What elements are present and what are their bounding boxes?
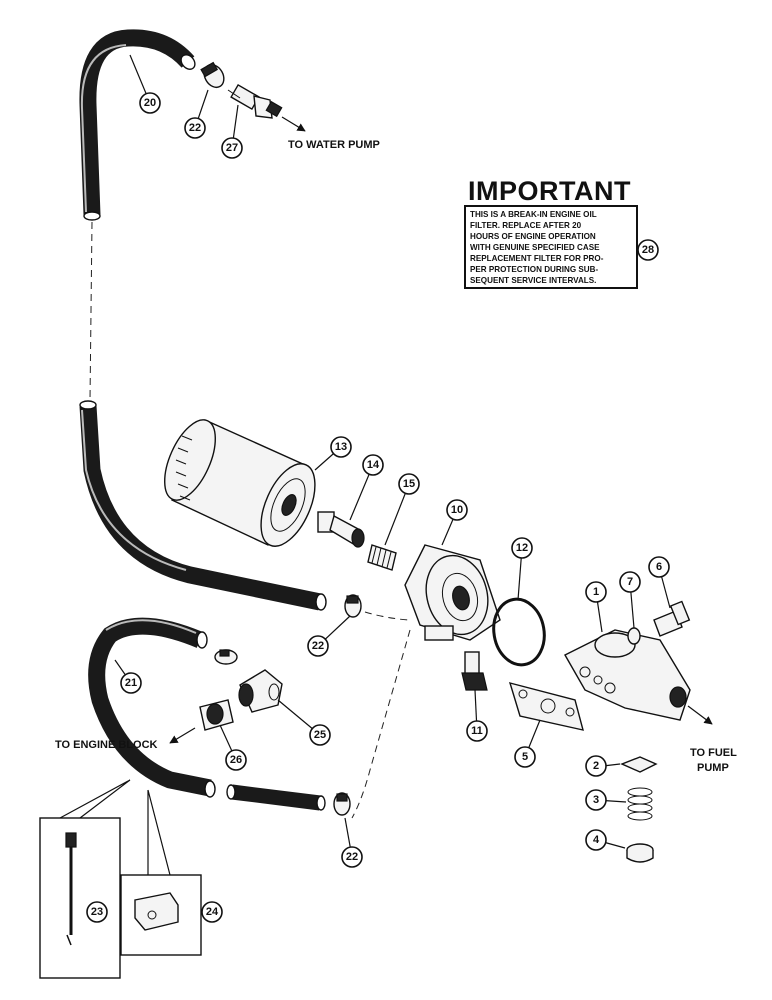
hose-clamp-middle-upper xyxy=(344,594,362,618)
o-ring-12 xyxy=(492,597,546,667)
callout-5-label: 5 xyxy=(522,751,528,763)
callout-27-label: 27 xyxy=(226,142,238,154)
important-line-5: REPLACEMENT FILTER FOR PRO- xyxy=(470,254,604,263)
callout-28: 28 xyxy=(637,239,659,261)
adapter-14 xyxy=(317,511,365,548)
label-to-engine-block: TO ENGINE BLOCK xyxy=(55,739,158,751)
hose-clamp-bottom xyxy=(333,792,351,816)
callout-6-label: 6 xyxy=(656,561,662,573)
oil-cooler-10 xyxy=(404,544,501,641)
callout-14: 14 xyxy=(362,454,384,476)
callout-13: 13 xyxy=(330,436,352,458)
callout-24-label: 24 xyxy=(206,906,219,918)
gasket-5 xyxy=(508,682,584,731)
callout-12: 12 xyxy=(511,537,533,559)
callout-25-label: 25 xyxy=(314,729,326,741)
important-line-2: FILTER. REPLACE AFTER 20 xyxy=(470,221,582,230)
callout-7-label: 7 xyxy=(627,576,633,588)
callout-25: 25 xyxy=(309,724,331,746)
callout-1-label: 1 xyxy=(593,586,599,598)
hose-clamp-middle-lower xyxy=(214,649,238,665)
hose-clamp-top xyxy=(200,61,225,89)
bolt-6 xyxy=(653,600,691,637)
callout-20-label: 20 xyxy=(144,97,156,109)
important-line-7: SEQUENT SERVICE INTERVALS. xyxy=(470,276,597,285)
callout-10-label: 10 xyxy=(451,504,463,516)
callout-1: 1 xyxy=(585,581,607,603)
callout-27: 27 xyxy=(221,137,243,159)
callout-3-label: 3 xyxy=(593,794,599,806)
callout-21-label: 21 xyxy=(125,677,137,689)
elbow-fitting-25 xyxy=(238,669,283,713)
leader-to-insets xyxy=(59,779,171,876)
important-line-6: PER PROTECTION DURING SUB- xyxy=(470,265,599,274)
alignment-line-clamp xyxy=(364,611,409,621)
callout-14-label: 14 xyxy=(367,459,380,471)
label-pump: PUMP xyxy=(697,762,729,774)
callout-24: 24 xyxy=(201,901,223,923)
callout-3: 3 xyxy=(585,789,607,811)
callout-5: 5 xyxy=(514,746,536,768)
callout-7: 7 xyxy=(619,571,641,593)
callout-22-top: 22 xyxy=(184,117,206,139)
callout-11-label: 11 xyxy=(471,725,483,737)
important-notice-box: THIS IS A BREAK-IN ENGINE OIL FILTER. RE… xyxy=(464,205,638,289)
callout-12-label: 12 xyxy=(516,542,528,554)
callout-22-bottom: 22 xyxy=(341,846,363,868)
fitting-26 xyxy=(199,699,234,731)
callout-26-label: 26 xyxy=(230,754,242,766)
hose-20-bottom xyxy=(79,400,327,611)
important-line-4: WITH GENUINE SPECIFIED CASE xyxy=(470,243,600,252)
plug-4 xyxy=(626,843,654,863)
callout-23: 23 xyxy=(86,901,108,923)
inset-tie-strap-23 xyxy=(39,817,121,979)
callout-15: 15 xyxy=(398,473,420,495)
hose-20-top xyxy=(79,29,196,221)
important-line-1: THIS IS A BREAK-IN ENGINE OIL xyxy=(470,210,597,219)
callout-21: 21 xyxy=(120,672,142,694)
callout-28-label: 28 xyxy=(642,244,654,256)
callout-10: 10 xyxy=(446,499,468,521)
callout-2-label: 2 xyxy=(593,760,599,772)
callout-20: 20 xyxy=(139,92,161,114)
oil-filter-13 xyxy=(164,419,316,547)
callout-6: 6 xyxy=(648,556,670,578)
callout-11: 11 xyxy=(466,720,488,742)
hose-21 xyxy=(88,617,216,798)
arrow-to-water-pump xyxy=(281,116,306,132)
sensor-11 xyxy=(461,651,488,691)
label-to-water-pump: TO WATER PUMP xyxy=(288,139,380,151)
callout-4-label: 4 xyxy=(593,834,600,846)
alignment-line-hose-20 xyxy=(89,221,93,401)
spring-3 xyxy=(627,787,653,821)
important-heading: IMPORTANT xyxy=(468,176,631,206)
callout-2: 2 xyxy=(585,755,607,777)
callout-23-label: 23 xyxy=(91,906,103,918)
fitting-15 xyxy=(367,544,397,571)
callout-22-bottom-label: 22 xyxy=(346,851,358,863)
callout-26: 26 xyxy=(225,749,247,771)
callout-4: 4 xyxy=(585,829,607,851)
arrow-to-engine-block xyxy=(169,727,196,744)
callout-15-label: 15 xyxy=(403,478,415,490)
fitting-27 xyxy=(227,83,283,119)
housing-1 xyxy=(564,629,691,721)
arrow-to-fuel-pump xyxy=(687,705,713,725)
label-to-fuel: TO FUEL xyxy=(690,747,737,759)
callout-22-middle: 22 xyxy=(307,635,329,657)
gasket-2 xyxy=(620,756,658,773)
hose-short-segment xyxy=(226,784,326,811)
inset-clip-24 xyxy=(120,874,202,956)
callout-13-label: 13 xyxy=(335,441,347,453)
callout-22-top-label: 22 xyxy=(189,122,201,134)
alignment-line-lower xyxy=(351,629,411,819)
callout-22-middle-label: 22 xyxy=(312,640,324,652)
important-line-3: HOURS OF ENGINE OPERATION xyxy=(470,232,596,241)
washer-7 xyxy=(627,627,641,645)
